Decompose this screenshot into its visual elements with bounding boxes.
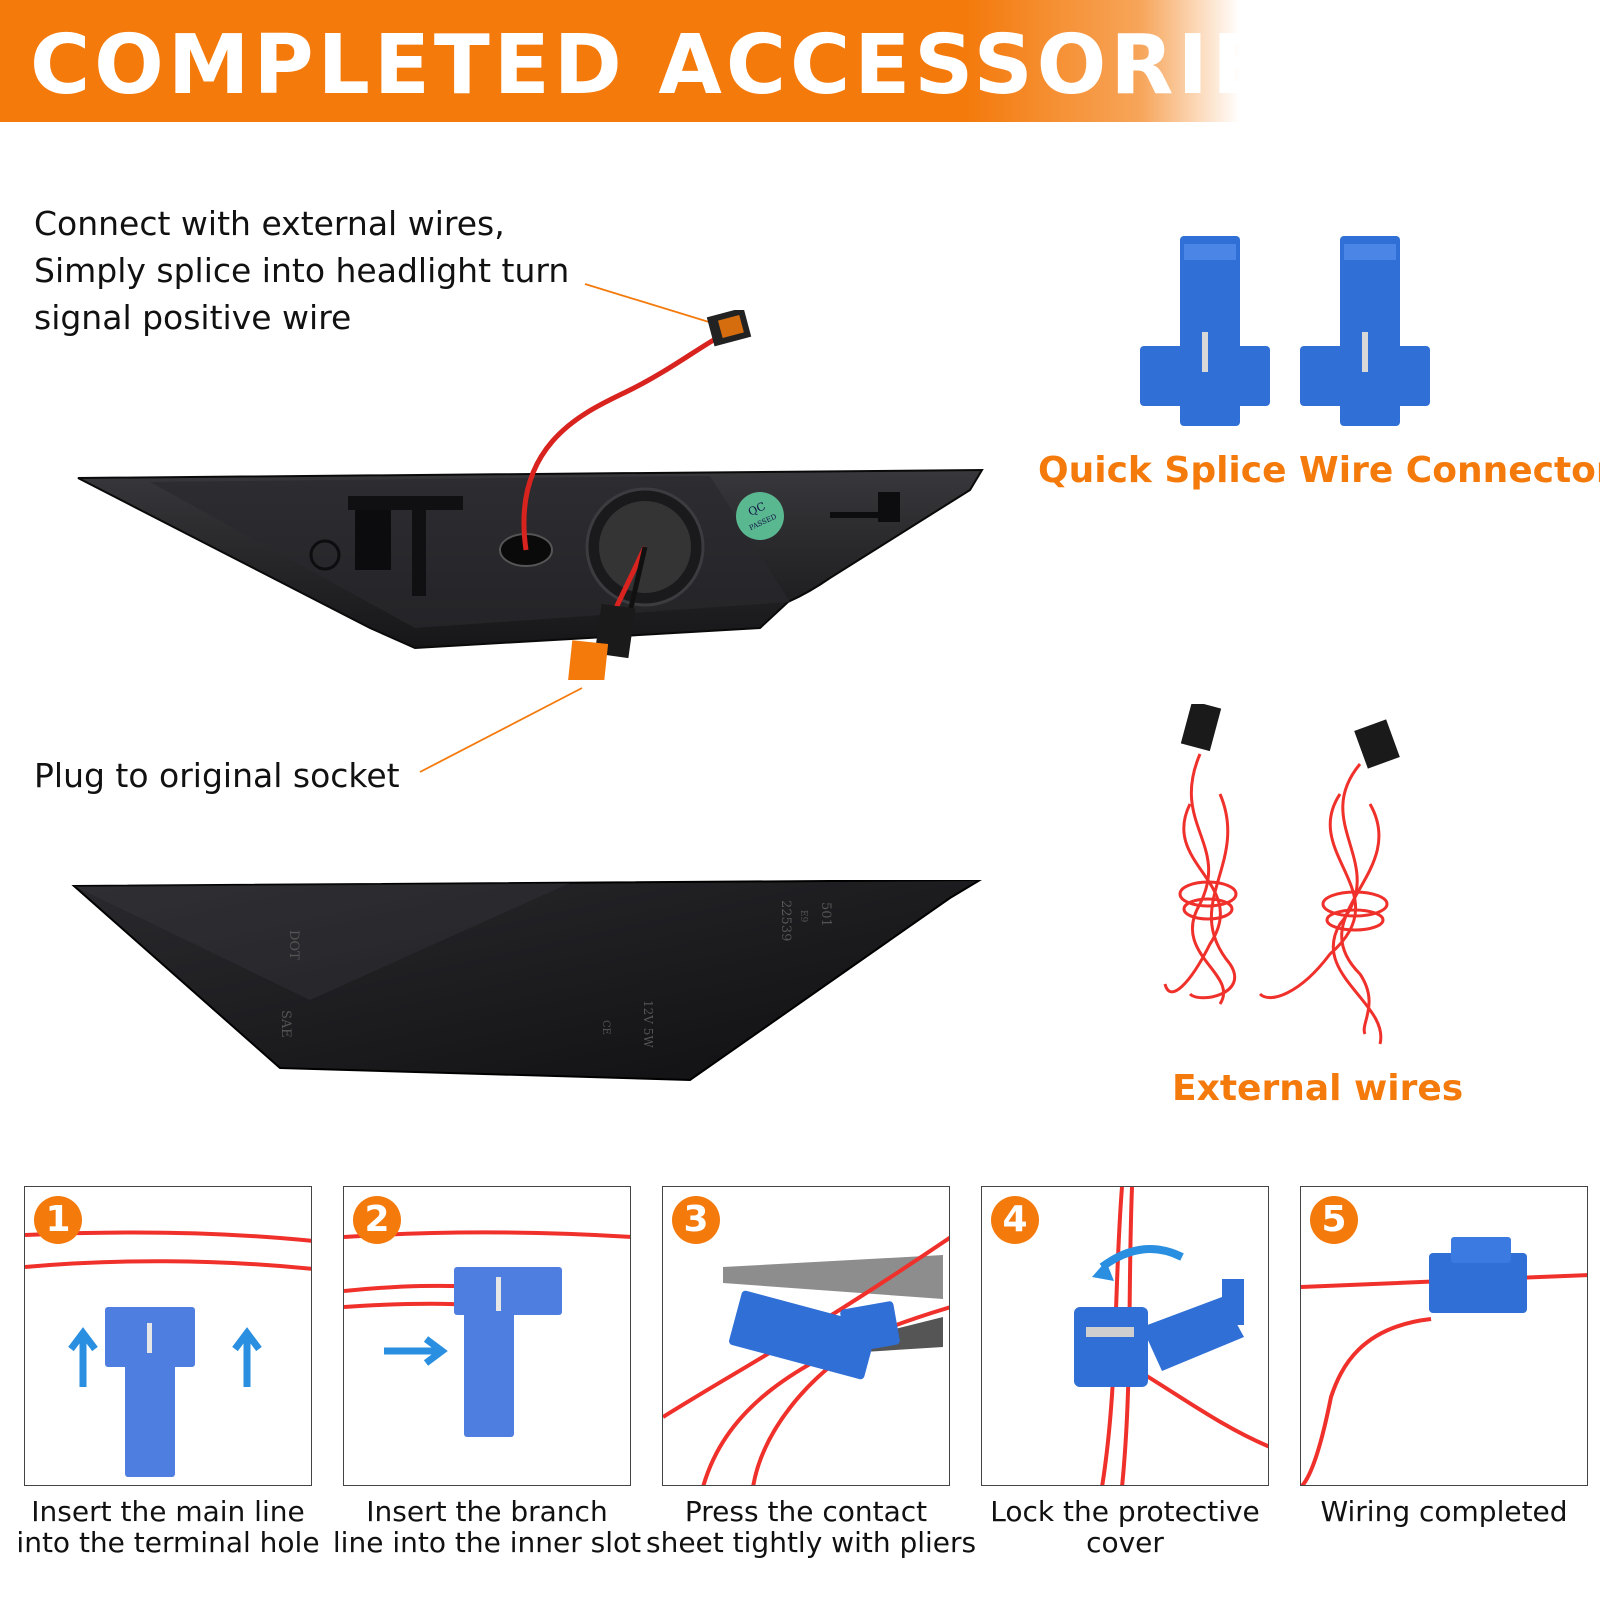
step-5-illustration bbox=[1301, 1237, 1587, 1485]
splice-connector-right bbox=[1300, 236, 1430, 426]
step-caption-line: Press the contact bbox=[684, 1495, 928, 1528]
step-3-illustration bbox=[663, 1235, 949, 1485]
wire-plug-left bbox=[1180, 704, 1222, 752]
wire-coil-right bbox=[1258, 763, 1389, 1045]
wire-coil-left bbox=[1163, 753, 1238, 1005]
step-number-badge: 5 bbox=[1310, 1196, 1358, 1244]
step-caption-line: line into the inner slot bbox=[332, 1526, 642, 1559]
leader-line-bottom bbox=[419, 687, 583, 773]
pliers-top bbox=[723, 1255, 943, 1299]
marker-housing-front: DOT SAE 501 22539 E9 12V 5W CE bbox=[71, 880, 982, 1082]
step-caption-3: Press the contact sheet tightly with pli… bbox=[646, 1495, 977, 1559]
step-panel-2: 2 bbox=[343, 1186, 631, 1486]
callout-line: signal positive wire bbox=[34, 298, 352, 337]
socket-callout: Plug to original socket bbox=[34, 756, 400, 795]
step-caption-line: Wiring completed bbox=[1320, 1495, 1568, 1528]
step-panel-1: 1 bbox=[24, 1186, 312, 1486]
step-number-badge: 2 bbox=[353, 1196, 401, 1244]
qc-sticker bbox=[736, 492, 784, 540]
e-mark: E9 bbox=[798, 910, 808, 923]
ce-mark: CE bbox=[600, 1020, 611, 1035]
step-2-illustration bbox=[344, 1230, 630, 1437]
sae-mark: SAE bbox=[278, 1010, 293, 1038]
step-caption-5: Wiring completed bbox=[1284, 1496, 1600, 1527]
callout-line: Simply splice into headlight turn bbox=[34, 251, 570, 290]
step-caption-4: Lock the protective cover bbox=[965, 1496, 1285, 1558]
banner-title: COMPLETED ACCESSORIES bbox=[30, 18, 1336, 113]
mount-clip bbox=[355, 500, 391, 570]
completed-splice bbox=[1429, 1253, 1527, 1313]
external-wires-coil bbox=[1163, 704, 1400, 1045]
splice-connector-left bbox=[1140, 236, 1270, 426]
step-panel-3: 3 bbox=[662, 1186, 950, 1486]
step-panel-4: 4 bbox=[981, 1186, 1269, 1486]
step-caption-line: into the terminal hole bbox=[16, 1526, 320, 1559]
step-caption-1: Insert the main line into the terminal h… bbox=[8, 1496, 328, 1558]
step-number-badge: 4 bbox=[991, 1196, 1039, 1244]
splice-connector-label: Quick Splice Wire Connector bbox=[1038, 450, 1600, 491]
rating-mark: 12V 5W bbox=[641, 1000, 655, 1048]
red-wire bbox=[521, 325, 739, 551]
dot-mark: DOT bbox=[286, 930, 301, 960]
step-number-badge: 1 bbox=[34, 1196, 82, 1244]
step-caption-line: Insert the branch bbox=[366, 1495, 608, 1528]
number-mark: 22539 bbox=[778, 900, 793, 941]
title-banner: COMPLETED ACCESSORIES bbox=[0, 0, 1331, 122]
external-wires-label: External wires bbox=[1172, 1068, 1464, 1109]
step-panel-5: 5 bbox=[1300, 1186, 1588, 1486]
step-4-illustration bbox=[1074, 1187, 1268, 1485]
step-caption-line: sheet tightly with pliers bbox=[646, 1526, 977, 1559]
step-caption-line: cover bbox=[1086, 1526, 1164, 1559]
quick-splice-connectors bbox=[1140, 236, 1430, 426]
step-caption-line: Insert the main line bbox=[31, 1495, 305, 1528]
code-mark: 501 bbox=[818, 902, 833, 927]
external-wires-callout: Connect with external wires, Simply spli… bbox=[34, 200, 569, 341]
step-1-illustration bbox=[25, 1230, 311, 1477]
step-number-badge: 3 bbox=[672, 1196, 720, 1244]
step-caption-line: Lock the protective bbox=[990, 1495, 1260, 1528]
callout-line: Connect with external wires, bbox=[34, 204, 505, 243]
wire-plug-right bbox=[1354, 719, 1400, 769]
step-caption-2: Insert the branch line into the inner sl… bbox=[327, 1496, 647, 1558]
marker-housing-back: QC PASSED bbox=[77, 310, 984, 680]
